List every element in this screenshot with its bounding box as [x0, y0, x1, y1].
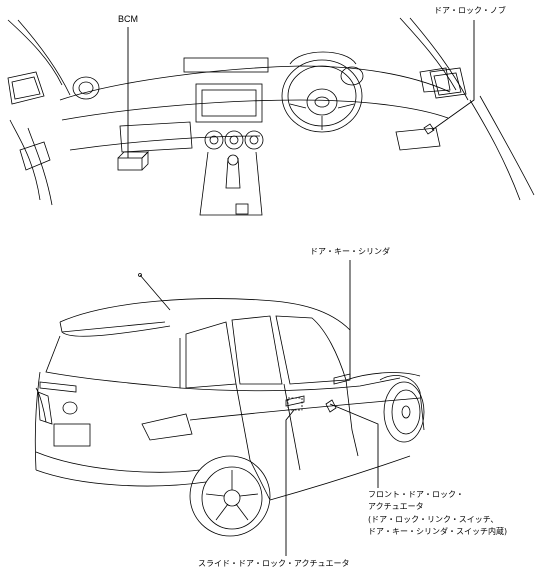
- front-door-lock-actuator-label-line3: (ドア・ロック・リンク・スイッチ、: [368, 515, 499, 524]
- vehicle-illustration: [34, 273, 425, 537]
- front-door-lock-actuator-label-line1: フロント・ドア・ロック・: [368, 490, 464, 499]
- door-lock-knob-leader-line: [431, 20, 475, 131]
- front-door-lock-actuator-label-line4: ドア・キー・シリンダ・スイッチ内蔵): [368, 527, 508, 536]
- front-door-lock-actuator-label-line2: アクチュエータ: [368, 502, 424, 511]
- bcm-label: BCM: [118, 14, 138, 24]
- front-actuator-leader-line: [329, 403, 379, 488]
- slide-actuator-leader-line: [285, 409, 295, 556]
- slide-door-lock-actuator-label: スライド・ドア・ロック・アクチュエータ: [198, 559, 350, 568]
- door-lock-knob-label: ドア・ロック・ノブ: [434, 6, 506, 15]
- dashboard-illustration: [7, 17, 535, 216]
- door-key-cylinder-label: ドア・キー・シリンダ: [310, 247, 390, 256]
